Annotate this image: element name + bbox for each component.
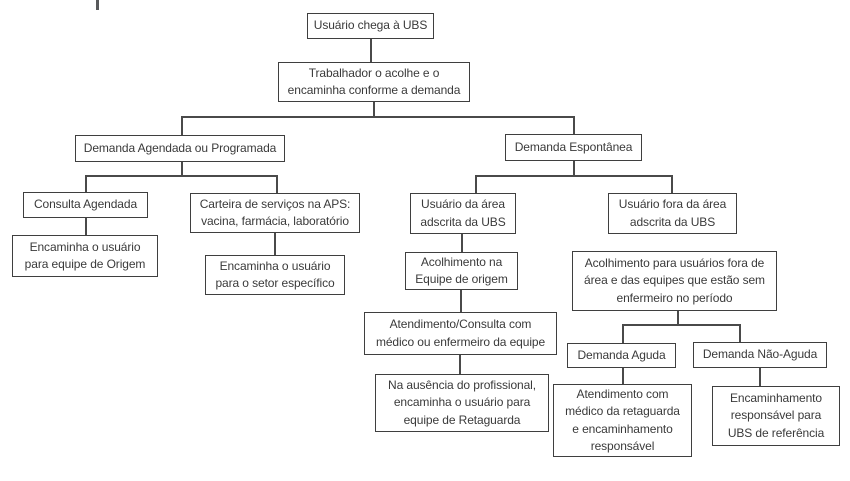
node-atendimento-medico-retaguarda: Atendimento com médico da retaguarda e e… xyxy=(553,384,692,457)
connector-naoaguda-encaminhamento xyxy=(759,368,761,386)
node-encaminha-setor-especifico: Encaminha o usuário para o setor específ… xyxy=(205,255,345,295)
node-consulta-agendada: Consulta Agendada xyxy=(23,192,148,218)
connector-acolhimentofora-down xyxy=(677,311,679,325)
connector-to-demanda-aguda xyxy=(622,324,624,343)
connector-espontanea-down xyxy=(573,161,575,176)
connector-to-demanda-nao-aguda xyxy=(739,324,741,342)
node-encaminha-equipe-origem: Encaminha o usuário para equipe de Orige… xyxy=(12,235,158,277)
node-acolhimento-fora-area: Acolhimento para usuários fora de área e… xyxy=(572,251,777,311)
node-usuario-chega-ubs: Usuário chega à UBS xyxy=(307,13,434,39)
node-usuario-fora-area: Usuário fora da área adscrita da UBS xyxy=(608,193,737,234)
connector-to-consulta-agendada xyxy=(85,175,87,192)
node-ausencia-profissional-retaguarda: Na ausência do profissional, encaminha o… xyxy=(375,374,549,432)
node-encaminhamento-ubs-referencia: Encaminhamento responsável para UBS de r… xyxy=(712,386,840,446)
node-trabalhador-acolhe: Trabalhador o acolhe e o encaminha confo… xyxy=(278,62,470,102)
connector-carteira-setor xyxy=(274,233,276,255)
connector-aguda-retaguarda xyxy=(622,368,624,384)
node-demanda-espontanea: Demanda Espontânea xyxy=(505,134,642,161)
node-demanda-aguda: Demanda Aguda xyxy=(567,343,676,368)
node-usuario-area-adscrita: Usuário da área adscrita da UBS xyxy=(410,193,516,234)
connector-chega-trabalhador xyxy=(370,39,372,62)
connector-split-espontanea xyxy=(475,175,673,177)
node-atendimento-consulta: Atendimento/Consulta com médico ou enfer… xyxy=(364,312,557,355)
node-carteira-servicos-aps: Carteira de serviços na APS: vacina, far… xyxy=(190,193,360,233)
connector-split-demandas xyxy=(181,116,575,118)
connector-to-usuario-fora xyxy=(671,175,673,193)
node-demanda-agendada: Demanda Agendada ou Programada xyxy=(75,135,285,162)
connector-area-acolhimento xyxy=(461,234,463,252)
node-demanda-nao-aguda: Demanda Não-Aguda xyxy=(693,342,827,368)
node-acolhimento-equipe-origem: Acolhimento na Equipe de origem xyxy=(405,252,518,290)
connector-trabalhador-down xyxy=(373,102,375,117)
connector-split-aguda xyxy=(622,324,741,326)
connector-split-agendada xyxy=(85,175,278,177)
connector-atendimento-ausencia xyxy=(459,355,461,374)
connector-acolhimento-atendimento xyxy=(460,290,462,312)
connector-agendada-down xyxy=(181,162,183,176)
connector-to-carteira xyxy=(276,175,278,193)
connector-to-usuario-area xyxy=(475,175,477,193)
stray-crop-mark xyxy=(96,0,99,10)
connector-to-demanda-espontanea xyxy=(573,116,575,134)
connector-consulta-encaminha xyxy=(85,218,87,235)
connector-to-demanda-agendada xyxy=(181,116,183,135)
